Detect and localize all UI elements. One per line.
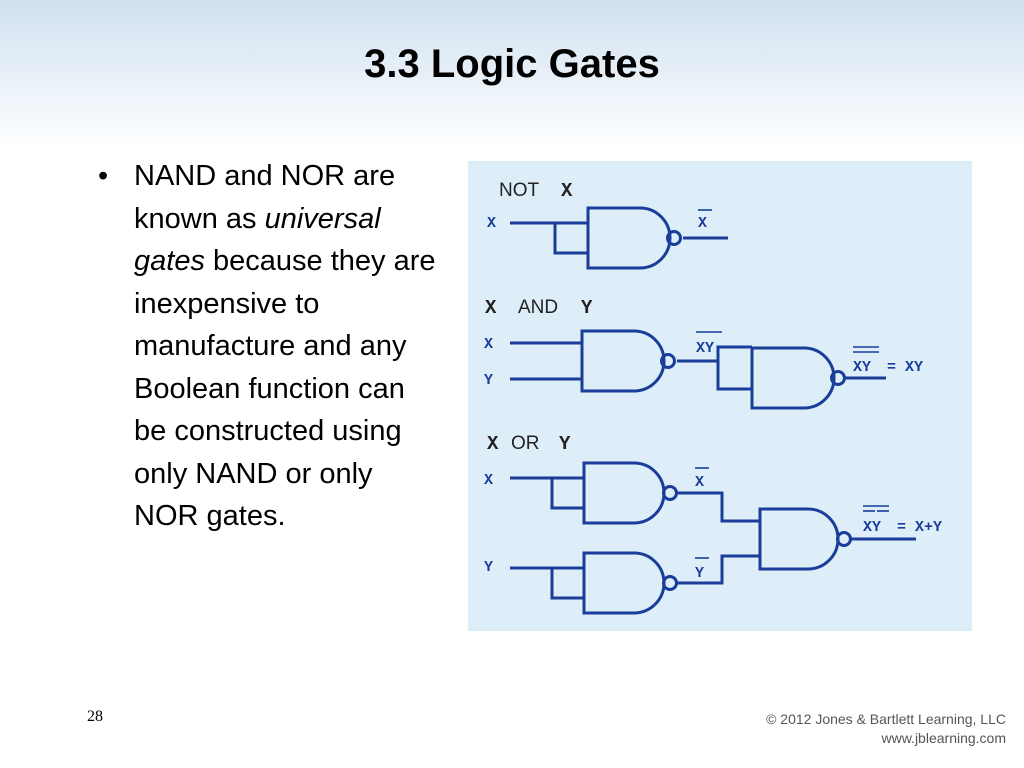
or-result-rhs-label: = X+Y	[897, 519, 942, 536]
inverter-bubble-or-y	[662, 575, 678, 591]
or-result-lhs-label: XY	[863, 519, 881, 536]
not-output-label: X	[698, 215, 707, 232]
website-text: www.jblearning.com	[881, 730, 1007, 746]
inverter-bubble-not	[666, 230, 682, 246]
bullet-text-after: because they are inexpensive to manufact…	[134, 245, 436, 532]
or-out-y-label: Y	[695, 565, 704, 582]
or-section-wires	[510, 476, 916, 600]
inverter-bubble-and-1	[660, 353, 676, 369]
and-heading-var1: X	[485, 297, 497, 319]
not-heading-word: NOT	[499, 180, 540, 201]
logic-gate-diagram: NOT X X AND Y X OR Y X X X Y XY XY = XY …	[468, 161, 972, 631]
inverter-bubble-and-2	[830, 370, 846, 386]
inverter-bubble-or-out	[836, 531, 852, 547]
or-input-x-label: X	[484, 472, 493, 489]
nand-gate-and-2	[750, 346, 836, 410]
nand-gate-or-out	[758, 507, 840, 571]
and-input-y-label: Y	[484, 372, 493, 389]
inverter-bubble-or-x	[662, 485, 678, 501]
and-result-lhs-label: XY	[853, 359, 871, 376]
nand-gate-and-1	[580, 329, 666, 393]
or-input-y-label: Y	[484, 559, 493, 576]
copyright-text: © 2012 Jones & Bartlett Learning, LLC	[766, 711, 1006, 727]
bullet-emphasis: universal gates	[134, 202, 381, 278]
and-section-wires	[510, 341, 886, 391]
or-heading-var2: Y	[559, 433, 571, 455]
and-heading-var2: Y	[581, 297, 593, 319]
and-heading-word: AND	[518, 297, 558, 318]
or-heading-var1: X	[487, 433, 499, 455]
bullet-text: NAND and NOR are known as universal gate…	[134, 155, 444, 538]
and-mid-output-label: XY	[696, 340, 714, 357]
nand-gate-or-x	[582, 461, 666, 525]
bullet-text-before: NAND and NOR are known as	[134, 160, 396, 235]
nand-gate-or-y	[582, 551, 666, 615]
nand-gate-not	[586, 206, 672, 270]
not-input-label: X	[487, 215, 496, 232]
not-heading-var: X	[561, 180, 573, 202]
and-result-rhs-label: = XY	[887, 359, 923, 376]
copyright-block: © 2012 Jones & Bartlett Learning, LLC ww…	[748, 710, 1006, 748]
or-out-x-label: X	[695, 474, 704, 491]
gate-diagram-svg: NOT X X AND Y X OR Y X X X Y XY XY = XY …	[484, 180, 942, 615]
page-number: 28	[87, 708, 103, 725]
not-section-wires	[510, 221, 728, 255]
bullet-marker: •	[98, 160, 109, 192]
or-heading-word: OR	[511, 433, 540, 454]
slide-title: 3.3 Logic Gates	[364, 42, 660, 86]
and-input-x-label: X	[484, 336, 493, 353]
bullet-item: • NAND and NOR are known as universal ga…	[98, 155, 448, 538]
